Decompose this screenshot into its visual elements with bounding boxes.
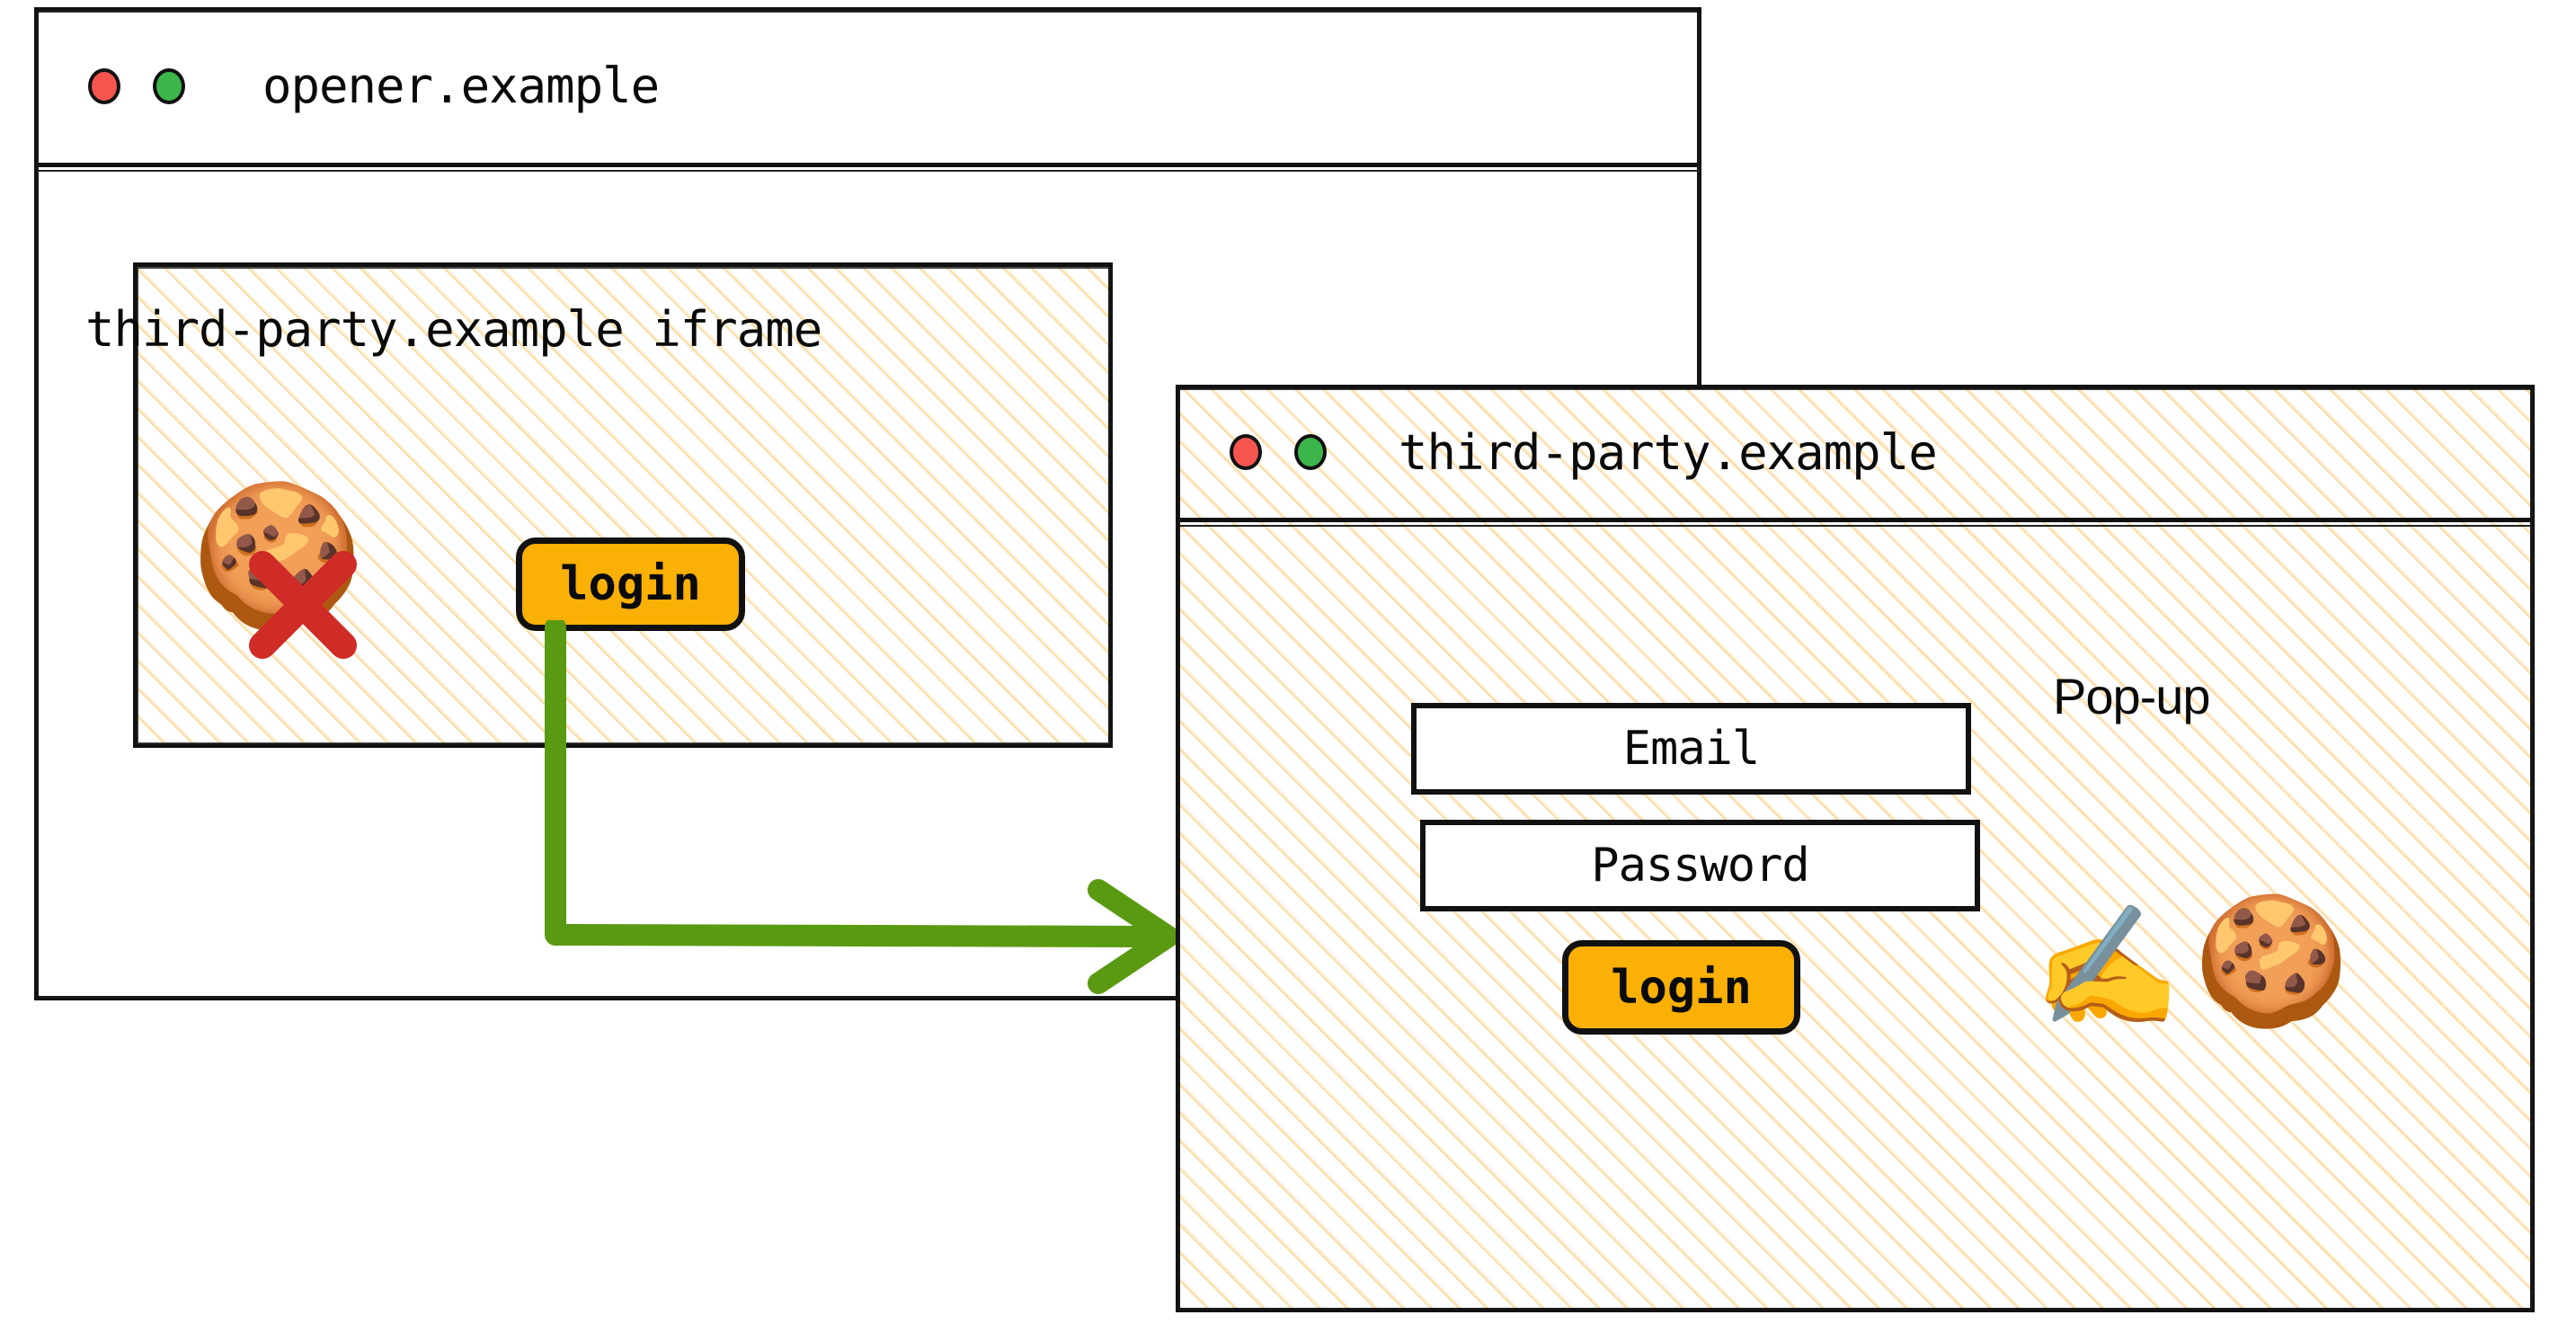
opener-titlebar-divider	[34, 163, 1701, 167]
popup-cookie-group: 🍪	[2193, 899, 2349, 1025]
maximize-dot[interactable]	[153, 67, 185, 104]
popup-window-title: third-party.example	[1399, 423, 1938, 481]
writing-hand-icon: ✍️	[2033, 898, 2181, 1036]
opener-titlebar: opener.example	[34, 7, 1701, 164]
flow-arrow-iframe-to-popup	[545, 620, 1179, 994]
popup-titlebar-divider-shadow	[1176, 525, 2535, 527]
close-dot[interactable]	[1230, 434, 1262, 470]
maximize-dot[interactable]	[1294, 434, 1327, 470]
popup-titlebar-divider	[1176, 518, 2535, 522]
email-field[interactable]: Email	[1411, 703, 1971, 795]
cookie-icon: 🍪	[2193, 888, 2350, 1035]
opener-titlebar-divider-shadow	[34, 170, 1701, 172]
popup-titlebar: third-party.example	[1176, 385, 2535, 520]
password-field[interactable]: Password	[1420, 820, 1980, 911]
blocked-cookie-group: 🍪	[191, 485, 370, 665]
iframe-panel-title: third-party.example iframe	[85, 301, 822, 358]
iframe-login-button[interactable]: login	[516, 538, 745, 631]
close-dot[interactable]	[88, 67, 120, 104]
popup-annotation-label: Pop-up	[2053, 668, 2211, 724]
opener-window-title: opener.example	[262, 58, 660, 114]
red-cross-icon	[249, 551, 357, 659]
popup-login-button[interactable]: login	[1562, 940, 1800, 1035]
writing-hand-group: ✍️	[2033, 908, 2181, 1026]
